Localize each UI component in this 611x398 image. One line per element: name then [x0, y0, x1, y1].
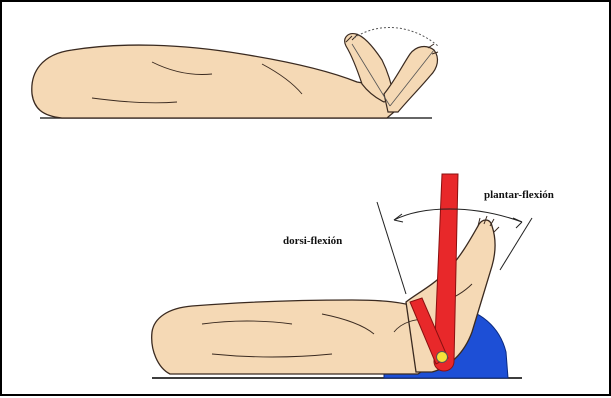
goniometer-pivot	[437, 352, 448, 363]
plantar-reference-line	[500, 218, 532, 270]
bottom-leg	[152, 300, 433, 374]
label-plantar-flexion: plantar-flexión	[484, 189, 554, 201]
label-dorsi-flexion: dorsi-flexión	[283, 235, 342, 247]
top-leg	[32, 45, 394, 118]
bottom-leg-figure: plantar-flexión dorsi-flexión	[152, 174, 554, 378]
top-leg-figure	[32, 28, 438, 118]
plantar-flexion-arc	[394, 209, 522, 222]
dorsi-reference-line	[377, 202, 406, 294]
